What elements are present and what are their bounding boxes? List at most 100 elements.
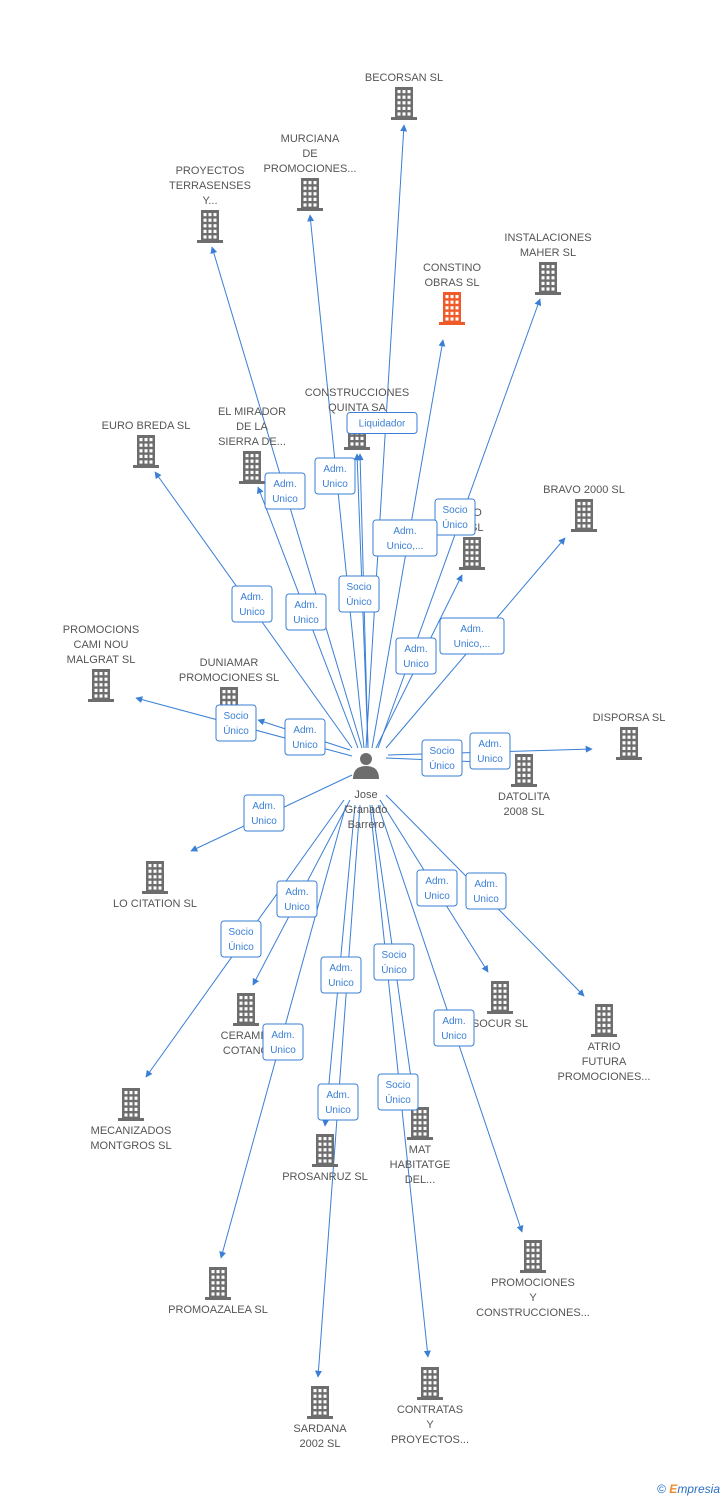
company-node-atrio-futura[interactable]: ATRIOFUTURAPROMOCIONES... <box>558 1004 651 1083</box>
edge-label-text: Único <box>442 518 468 531</box>
company-label: MAHER SL <box>520 247 576 259</box>
company-node-mat-habitatge[interactable]: MATHABITATGEDEL... <box>390 1107 451 1186</box>
edge-label-text: Unico <box>473 894 499 905</box>
edge-label-promoazalea[interactable]: Adm.Unico <box>262 1023 304 1061</box>
edge-label-bravo-2000[interactable]: Adm.Unico,... <box>439 617 505 655</box>
company-label: COTANO <box>223 1045 270 1057</box>
company-label: PROSANRUZ SL <box>282 1171 368 1183</box>
company-label: SIERRA DE... <box>218 436 286 448</box>
company-label: INSTALACIONES <box>504 232 591 244</box>
edge-label-text: Unico <box>270 1045 296 1056</box>
edge-label-text: Adm. <box>294 600 317 611</box>
edge-label-text: Unico <box>477 754 503 765</box>
company-node-instalaciones-maher[interactable]: INSTALACIONES MAHER SL <box>504 232 592 295</box>
company-node-socur[interactable]: SOCUR SL <box>472 981 528 1030</box>
company-label: PROMOCIONES... <box>558 1071 651 1083</box>
edge-label-disporsa[interactable]: Adm.Unico <box>469 732 511 770</box>
building-icon <box>205 1267 231 1300</box>
company-node-disporsa[interactable]: DISPORSA SL <box>593 712 666 760</box>
edge-label-dio-t[interactable]: Adm.Unico <box>395 637 437 675</box>
edge-label-proyectos-terrasenses[interactable]: Adm.Unico <box>264 472 306 510</box>
edge-label-text: Socio <box>429 746 454 757</box>
building-icon <box>535 262 561 295</box>
company-label: CONSTRUCCIONES <box>305 387 410 399</box>
company-label: Y <box>529 1292 537 1304</box>
company-node-promoazalea[interactable]: PROMOAZALEA SL <box>168 1267 268 1316</box>
building-icon <box>520 1240 546 1273</box>
edge-label-atrio-futura[interactable]: Adm.Unico <box>465 872 507 910</box>
copyright-symbol: © <box>657 1482 666 1496</box>
building-icon <box>297 178 323 211</box>
empresia-logo[interactable]: Empresia <box>669 1482 720 1496</box>
company-node-promocions-cami-nou[interactable]: PROMOCIONS CAMI NOU MALGRAT SL <box>63 624 139 702</box>
building-icon <box>407 1107 433 1140</box>
company-label: BRAVO 2000 SL <box>543 484 625 496</box>
company-label: CAMI NOU <box>74 639 129 651</box>
edge-label-duniamar[interactable]: Adm.Unico <box>284 718 326 756</box>
edge-label-text: Unico <box>403 659 429 670</box>
edge-label-text: Unico <box>424 891 450 902</box>
company-node-bravo-2000[interactable]: BRAVO 2000 SL <box>543 484 625 532</box>
edge-label-text: Unico,... <box>454 639 491 650</box>
edge-label-text: Unico <box>292 740 318 751</box>
company-label: CONTRATAS <box>397 1404 463 1416</box>
company-label: HABITATGE <box>390 1159 451 1171</box>
edge-label-text: Liquidador <box>359 419 406 430</box>
company-node-prosanruz[interactable]: PROSANRUZ SL <box>282 1134 368 1183</box>
company-label: DATOLITA <box>498 791 551 803</box>
company-label: DISPORSA SL <box>593 712 666 724</box>
edge-label-constino[interactable]: Adm.Unico,... <box>372 519 438 557</box>
edge-label-euro-breda[interactable]: Adm.Unico <box>231 585 273 623</box>
company-node-murciana[interactable]: MURCIANADEPROMOCIONES... <box>264 133 357 211</box>
company-node-contratas-y-proyectos[interactable]: CONTRATASYPROYECTOS... <box>391 1367 469 1446</box>
company-label: PROMOCIONES SL <box>179 672 279 684</box>
company-label: CONSTRUCCIONES... <box>476 1307 590 1319</box>
edge-label-text: Unico <box>251 816 277 827</box>
edge-label-el-mirador[interactable]: Adm.Unico <box>285 593 327 631</box>
building-icon <box>391 87 417 120</box>
company-node-proyectos-terrasenses[interactable]: PROYECTOSTERRASENSESY... <box>169 165 251 243</box>
building-icon <box>312 1134 338 1167</box>
company-node-lo-citation[interactable]: LO CITATION SL <box>113 861 197 910</box>
company-node-euro-breda[interactable]: EURO BREDA SL <box>102 420 191 468</box>
company-label: PROMOCIONS <box>63 624 139 636</box>
company-label: PROMOCIONES <box>491 1277 575 1289</box>
company-label: CONSTINO <box>423 262 482 274</box>
edge-label-text: Unico <box>441 1031 467 1042</box>
company-label: 2002 SL <box>300 1438 341 1450</box>
edge-label-text: Único <box>346 595 372 608</box>
edge-label-socur[interactable]: Adm.Unico <box>416 869 458 907</box>
edge-label-sardana-2002[interactable]: Adm.Unico <box>317 1083 359 1121</box>
edge-label-murciana[interactable]: Adm.Unico <box>314 457 356 495</box>
edge-becorsan <box>365 124 408 749</box>
edge-label-text: Adm. <box>252 801 275 812</box>
company-label: MURCIANA <box>281 133 340 145</box>
edge-label-lo-citation[interactable]: Adm. Unico <box>243 794 285 832</box>
edge-label-prosanruz[interactable]: Adm.Unico <box>320 956 362 994</box>
company-node-promociones-y-construcciones[interactable]: PROMOCIONES Y CONSTRUCCIONES... <box>476 1240 590 1319</box>
edge-label-ceramic-cotano[interactable]: Adm.Unico <box>276 880 318 918</box>
company-label: SOCUR SL <box>472 1018 528 1030</box>
edge-label-construcciones-quinta[interactable]: Liquidador <box>346 412 418 434</box>
company-label: PROYECTOS <box>176 165 245 177</box>
company-label: MALGRAT SL <box>67 654 136 666</box>
edge-label-promociones-y-construcciones[interactable]: Adm.Unico <box>433 1009 475 1047</box>
company-label: MAT <box>409 1144 432 1156</box>
company-node-becorsan[interactable]: BECORSAN SL <box>365 72 443 120</box>
building-icon <box>459 537 485 570</box>
company-label: PROYECTOS... <box>391 1434 469 1446</box>
